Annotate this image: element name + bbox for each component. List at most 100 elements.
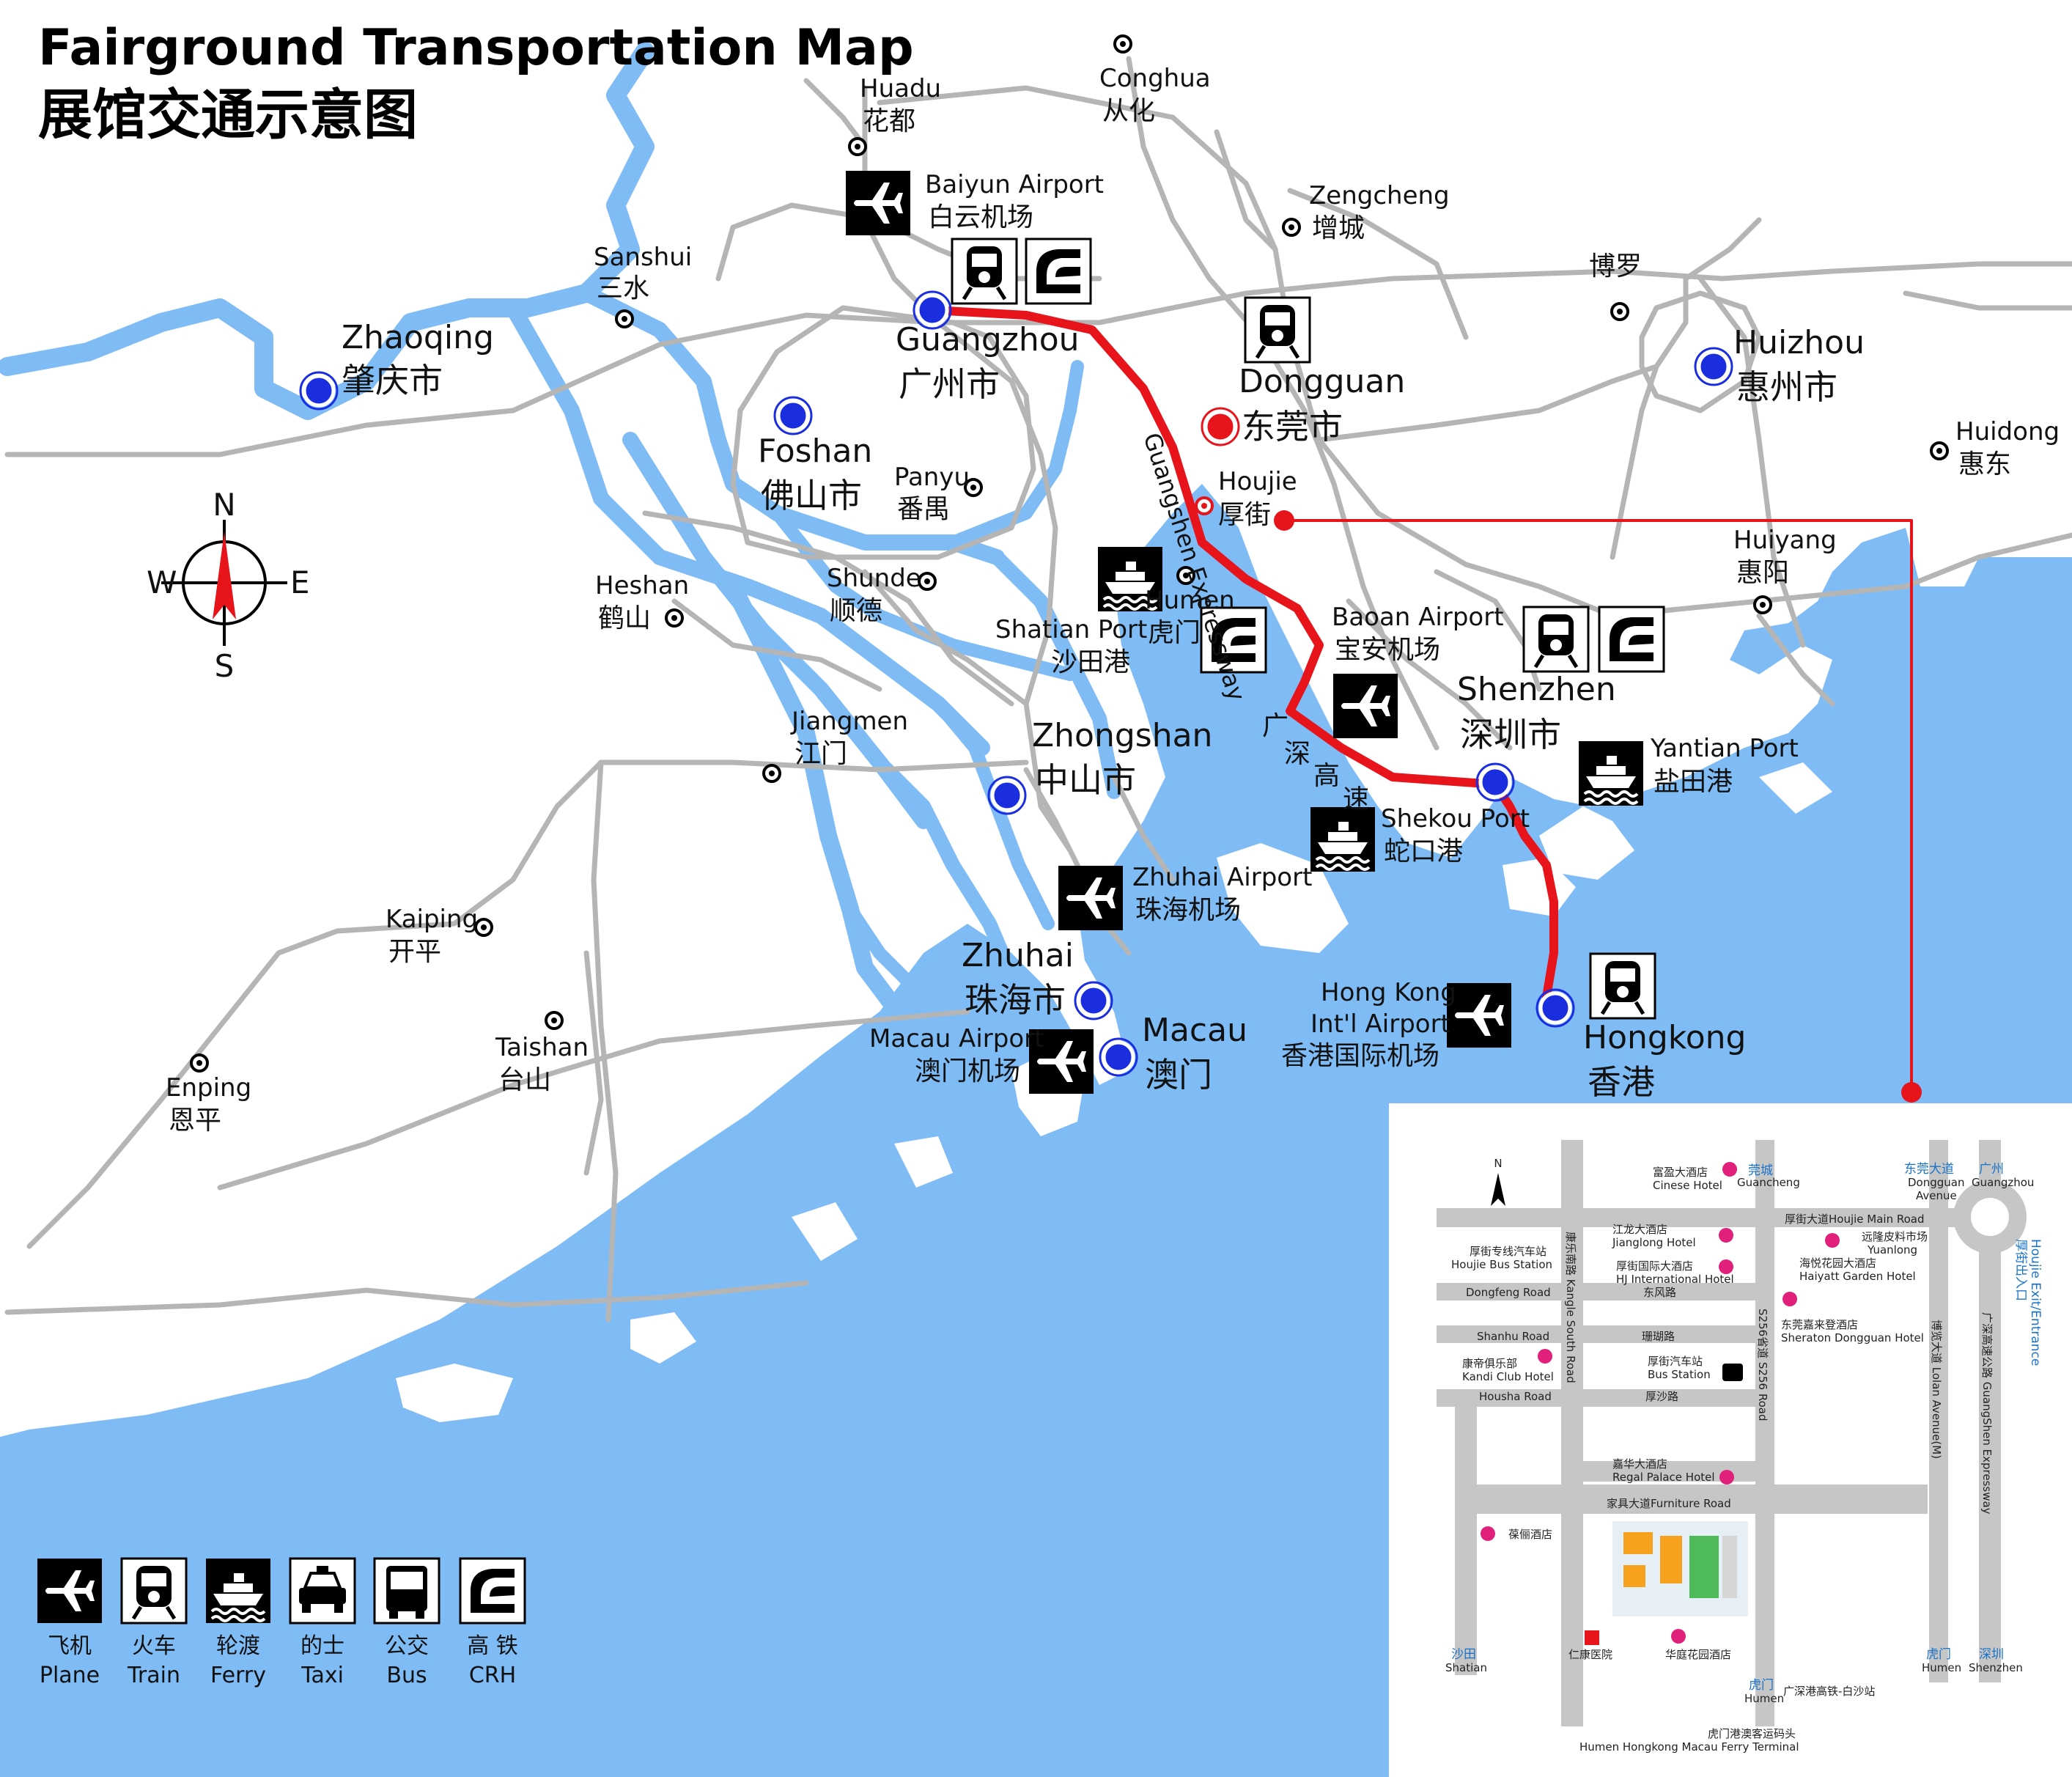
label-baiyun-en: Baiyun Airport (925, 170, 1104, 199)
label-shenzhen-cn: 深圳市 (1460, 715, 1561, 754)
legend-ferry-cn: 轮渡 (216, 1633, 260, 1659)
inset-s256: S256省道 S256 Road (1756, 1309, 1769, 1421)
hongkong-train-icon (1590, 954, 1655, 1018)
label-shatian-port-en: Shatian Port (995, 615, 1147, 644)
label-hongkong-en: Hongkong (1583, 1019, 1746, 1056)
zhuhai-airport-plane-icon (1058, 866, 1123, 930)
label-baoan-cn: 宝安机场 (1335, 635, 1440, 665)
label-expressway-cn-1: 广 (1262, 711, 1288, 741)
inset-dongguan-ave-en1: Dongguan (1908, 1176, 1964, 1189)
inset-bus-icon (1722, 1364, 1743, 1381)
shekou-port-ferry-icon (1309, 806, 1376, 873)
label-zengcheng-en: Zengcheng (1309, 181, 1450, 210)
label-huiyang-cn: 惠阳 (1736, 558, 1789, 588)
legend-ferry-en: Ferry (210, 1663, 266, 1688)
label-conghua-en: Conghua (1099, 64, 1211, 93)
baoan-airport-plane-icon (1333, 674, 1398, 738)
inset-north-arrow-icon (1491, 1173, 1505, 1206)
legend-crh-cn: 高 铁 (467, 1633, 518, 1659)
label-heshan-en: Heshan (595, 571, 689, 600)
inset-dongguan-ave-en2: Avenue (1916, 1189, 1957, 1202)
label-huidong-en: Huidong (1955, 417, 2060, 446)
label-baoan-en: Baoan Airport (1332, 603, 1504, 632)
label-conghua-cn: 从化 (1102, 96, 1155, 126)
label-macau-airport-en: Macau Airport (869, 1024, 1044, 1053)
inset-kandi-cn: 康帝俱乐部 (1462, 1357, 1517, 1370)
label-humen-cn: 虎门 (1148, 618, 1201, 648)
label-foshan-cn: 佛山市 (761, 476, 862, 515)
inset-north: N (1494, 1157, 1502, 1170)
inset-haiyatt-en: Haiyatt Garden Hotel (1799, 1270, 1916, 1283)
legend-crh-en: CRH (469, 1663, 516, 1688)
label-huidong-cn: 惠东 (1958, 449, 2011, 479)
inset-furniture: 家具大道Furniture Road (1607, 1497, 1731, 1510)
label-hk-airport-en1: Hong Kong (1321, 978, 1456, 1007)
label-panyu-en: Panyu (894, 463, 970, 492)
label-humen-en: Humen (1145, 586, 1235, 615)
label-yantian-en: Yantian Port (1650, 734, 1799, 763)
inset-map: N 富盈大酒店 Cinese Hotel 莞城 Guancheng 东莞大道 D… (1389, 1103, 2072, 1777)
dongguan-marker-ring (1201, 407, 1240, 446)
label-expressway-cn-2: 深 (1284, 739, 1310, 769)
label-huadu-en: Huadu (860, 74, 941, 103)
label-guangzhou-cn: 广州市 (899, 364, 1000, 404)
label-hk-airport-en2: Int'l Airport (1310, 1009, 1450, 1039)
inset-venue (1612, 1521, 1748, 1616)
label-expressway-cn-3: 高 (1313, 761, 1340, 791)
label-zhuhai-airport-cn: 珠海机场 (1135, 895, 1241, 925)
guangzhou-crh-icon (1025, 238, 1092, 305)
label-zhongshan-cn: 中山市 (1035, 760, 1136, 800)
legend-taxi-cn: 的士 (301, 1633, 344, 1659)
label-zhuhai-cn: 珠海市 (965, 980, 1066, 1020)
label-huizhou-cn: 惠州市 (1736, 367, 1837, 407)
inset-sheraton-cn: 东莞嘉来登酒店 (1781, 1318, 1858, 1331)
compass-n: N (213, 487, 235, 523)
label-macau-cn: 澳门 (1145, 1055, 1212, 1094)
legend-plane-icon (37, 1559, 102, 1623)
inset-exit-cn: 厚街出入口 (2013, 1239, 2028, 1301)
label-shunde-cn: 顺德 (830, 596, 882, 626)
inset-shatian-cn: 沙田 (1451, 1647, 1476, 1662)
inset-guangzhou-cn: 广州 (1979, 1162, 2004, 1177)
inset-humen-en: Humen (1744, 1692, 1784, 1705)
inset-guangshen: 广深高速公路 GuangShen Expressway (1980, 1312, 1994, 1515)
inset-humen2-en: Humen (1922, 1661, 1961, 1674)
label-jiangmen-en: Jiangmen (790, 707, 908, 736)
legend-plane-en: Plane (40, 1663, 100, 1688)
inset-houjie-main: 厚街大道Houjie Main Road (1785, 1213, 1925, 1226)
inset-haiyatt-cn: 海悦花园大酒店 (1799, 1257, 1876, 1270)
map-title-cn: 展馆交通示意图 (38, 84, 418, 147)
label-baiyun-cn: 白云机场 (928, 202, 1033, 232)
legend-ferry-icon (204, 1557, 272, 1625)
inset-bus-station-en: Houjie Bus Station (1451, 1258, 1552, 1271)
inset-huating-cn: 华庭花园酒店 (1665, 1648, 1731, 1661)
label-enping-en: Enping (166, 1073, 251, 1103)
inset-shenzhen-en: Shenzhen (1969, 1661, 2023, 1674)
inset-renkang-cn: 仁康医院 (1568, 1648, 1612, 1661)
inset-humen2-cn: 虎门 (1926, 1647, 1951, 1662)
label-sanshui-cn: 三水 (597, 273, 649, 303)
label-huiyang-en: Huiyang (1733, 526, 1837, 555)
roads (4, 56, 2072, 1322)
label-houjie-cn: 厚街 (1218, 500, 1271, 530)
city-markers (302, 293, 1730, 1074)
inset-shatian-en: Shatian (1445, 1661, 1487, 1674)
label-heshan-cn: 鹤山 (598, 603, 651, 633)
label-hongkong-cn: 香港 (1588, 1062, 1655, 1102)
inset-hjintl-cn: 厚街国际大酒店 (1616, 1259, 1693, 1273)
inset-kandi-en: Kandi Club Hotel (1462, 1370, 1554, 1383)
label-kaiping-en: Kaiping (386, 905, 478, 934)
inset-dongfeng-cn: 东风路 (1643, 1286, 1676, 1299)
label-hk-airport-cn: 香港国际机场 (1281, 1041, 1439, 1071)
inset-roundabout (1971, 1198, 2009, 1236)
label-taishan-cn: 台山 (498, 1065, 551, 1095)
inset-housha: Housha Road (1479, 1390, 1552, 1403)
inset-bus-station-cn: 厚街专线汽车站 (1470, 1245, 1546, 1258)
legend-taxi-icon (289, 1557, 356, 1625)
inset-exit-en: Houjie Exit/Entrance (2028, 1239, 2043, 1366)
label-macau-airport-cn: 澳门机场 (915, 1056, 1020, 1086)
houjie-route-marker (1274, 510, 1294, 531)
label-dongguan-cn: 东莞市 (1242, 407, 1343, 446)
label-zhuhai-airport-en: Zhuhai Airport (1132, 863, 1312, 892)
dongguan-train-icon (1245, 298, 1310, 362)
